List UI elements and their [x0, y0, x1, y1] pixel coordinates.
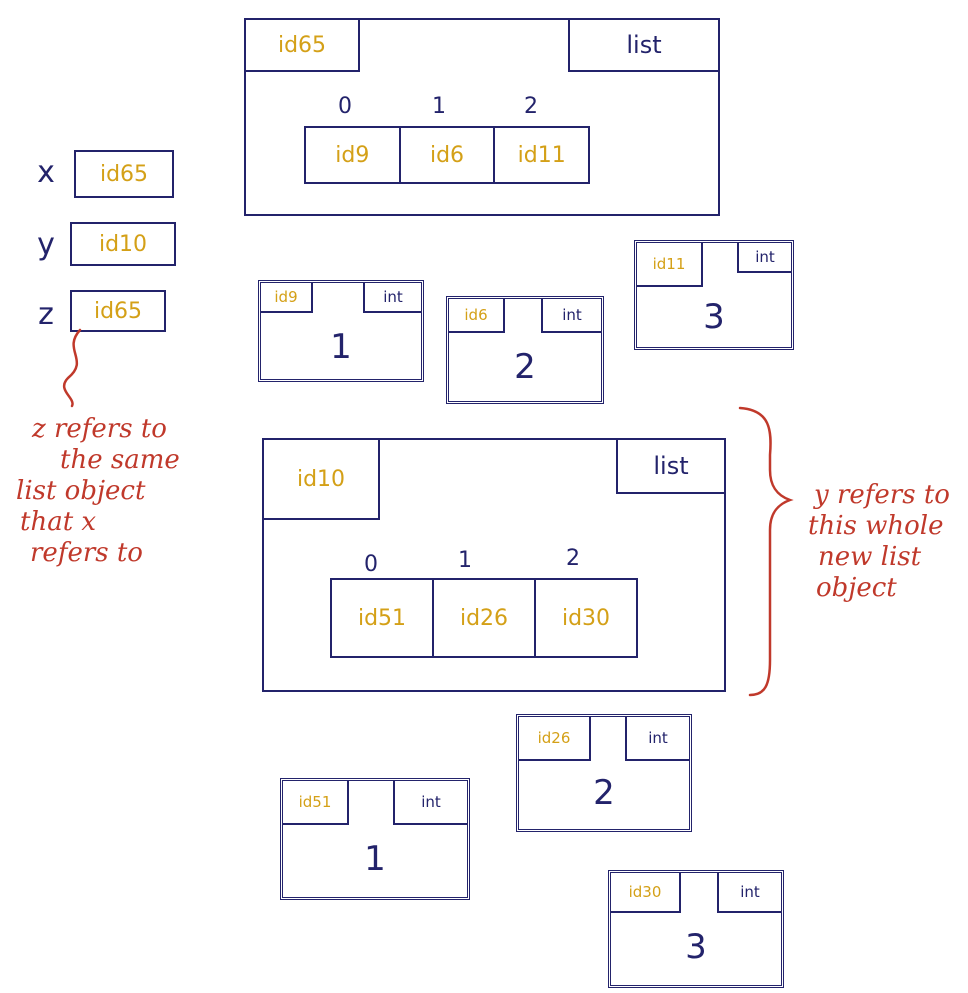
- note-line: this whole: [808, 511, 944, 541]
- list-index: 1: [458, 548, 472, 573]
- int-object-value: 3: [685, 927, 707, 967]
- list-cell: id9: [306, 128, 401, 182]
- list-index: 2: [524, 94, 538, 119]
- int-object-value: 2: [514, 347, 536, 387]
- list-cell: id6: [401, 128, 496, 182]
- int-object-type: int: [541, 299, 601, 333]
- int-object-value: 1: [364, 839, 386, 879]
- var-ref-x: id65: [74, 150, 174, 198]
- y-brace: [738, 406, 794, 697]
- int-object-value: 2: [593, 773, 615, 813]
- var-ref-z: id65: [70, 290, 166, 332]
- int-object-type: int: [717, 873, 781, 913]
- note-line: list object: [16, 476, 146, 506]
- int-object-id26: id26 int 2: [516, 714, 692, 832]
- annotation-z-note: z refers to the same list object that x …: [16, 414, 216, 569]
- int-object-id: id6: [449, 299, 505, 333]
- var-ref-y: id10: [70, 222, 176, 266]
- int-object-type: int: [363, 283, 421, 313]
- var-name-y: y: [37, 227, 55, 262]
- note-line: the same: [60, 445, 180, 475]
- list-index: 1: [432, 94, 446, 119]
- int-object-id: id9: [261, 283, 313, 313]
- int-object-id: id11: [637, 243, 703, 287]
- list-cell: id26: [434, 580, 536, 656]
- int-object-type: int: [625, 717, 689, 761]
- int-object-id6: id6 int 2: [446, 296, 604, 404]
- note-line: y refers to: [814, 480, 950, 510]
- list-object-type: list: [568, 20, 718, 72]
- var-name-z: z: [38, 297, 54, 332]
- annotation-y-note: y refers to this whole new list object: [808, 480, 964, 604]
- int-object-id: id26: [519, 717, 591, 761]
- note-line: new list: [818, 542, 922, 572]
- note-line: that x: [20, 507, 97, 537]
- note-line: z refers to: [32, 414, 167, 444]
- list-index: 2: [566, 546, 580, 571]
- list-object-id65: id65 list 0 1 2 id9 id6 id11: [244, 18, 720, 216]
- list-object-type: list: [616, 440, 724, 494]
- int-object-type: int: [737, 243, 791, 273]
- int-object-id: id51: [283, 781, 349, 825]
- int-object-id11: id11 int 3: [634, 240, 794, 350]
- note-line: object: [816, 573, 897, 603]
- list-object-id: id65: [246, 20, 360, 72]
- int-object-value: 3: [703, 297, 725, 337]
- z-pointer-squiggle: [62, 328, 82, 408]
- list-index: 0: [338, 94, 352, 119]
- list-index: 0: [364, 552, 378, 577]
- int-object-value: 1: [330, 327, 352, 367]
- list-cell: id51: [332, 580, 434, 656]
- int-object-id30: id30 int 3: [608, 870, 784, 988]
- var-name-x: x: [37, 155, 55, 190]
- note-line: refers to: [30, 538, 143, 568]
- list-cell: id11: [517, 142, 566, 168]
- list-cell: id30: [561, 605, 611, 631]
- list-cells: id9 id6 id11: [304, 126, 590, 184]
- int-object-type: int: [393, 781, 467, 825]
- int-object-id51: id51 int 1: [280, 778, 470, 900]
- list-object-id10: id10 list 0 1 2 id51 id26 id30: [262, 438, 726, 692]
- int-object-id9: id9 int 1: [258, 280, 424, 382]
- list-object-id: id10: [264, 440, 380, 520]
- int-object-id: id30: [611, 873, 681, 913]
- list-cells: id51 id26 id30: [330, 578, 638, 658]
